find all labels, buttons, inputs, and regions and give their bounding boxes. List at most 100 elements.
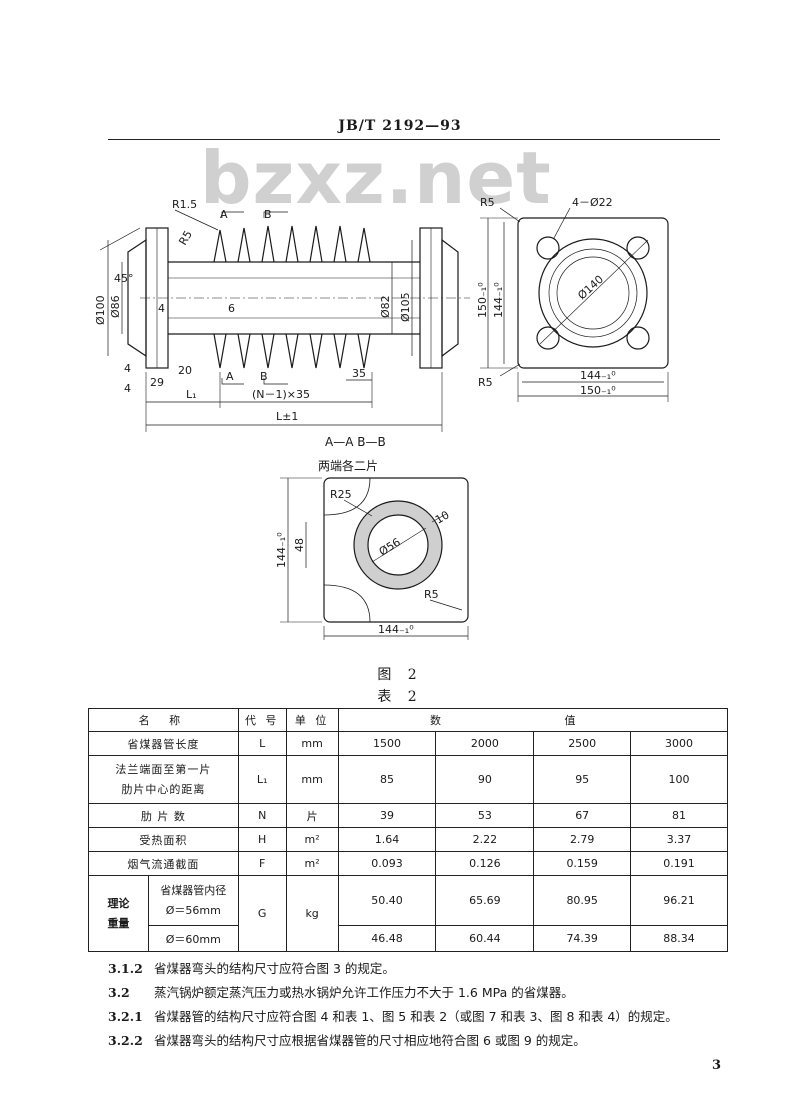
table-header-row: 名 称 代 号 单 位 数 值 bbox=[88, 708, 729, 732]
label-d4-c: 4 bbox=[124, 382, 131, 395]
section-label-d144-vertical: 144₋₁⁰ bbox=[275, 532, 288, 568]
label-pitch: (N－1)×35 bbox=[252, 388, 310, 401]
clause-3-1-2: 3.1.2 省煤器弯头的结构尺寸应符合图 3 的规定。 bbox=[108, 958, 395, 977]
table-row: 烟气流通截面 F m² 0.093 0.126 0.159 0.191 bbox=[88, 851, 728, 876]
row-value: 0.093 bbox=[337, 851, 437, 876]
parameter-table: 名 称 代 号 单 位 数 值 省煤器管长度 L mm 1500 2000 25… bbox=[88, 708, 729, 952]
row-unit: mm bbox=[285, 731, 339, 756]
weight-sub-56-line2: Ø＝56mm bbox=[165, 903, 221, 917]
clause-text: 省煤器弯头的结构尺寸应根据省煤器管的尺寸相应地符合图 6 或图 9 的规定。 bbox=[154, 1033, 586, 1048]
row-unit: kg bbox=[285, 875, 339, 952]
flange-end-view bbox=[480, 207, 669, 402]
flange-label-r5-top: R5 bbox=[480, 196, 495, 209]
row-value: 0.126 bbox=[435, 851, 535, 876]
row-code: L bbox=[237, 731, 287, 756]
label-d29: 29 bbox=[150, 376, 164, 389]
row-code: N bbox=[237, 803, 287, 828]
label-r1-5: R1.5 bbox=[172, 198, 197, 211]
row-code: H bbox=[237, 827, 287, 852]
flange-label-r5-bottom: R5 bbox=[478, 376, 493, 389]
row-value: 0.159 bbox=[533, 851, 632, 876]
fin-section-view bbox=[280, 477, 469, 640]
table-row: 省煤器管长度 L mm 1500 2000 2500 3000 bbox=[88, 731, 728, 756]
flange-label-d140: Ø140 bbox=[575, 273, 606, 303]
flange-view-labels: R5 4－Ø22 Ø140 150₋₁⁰ 144₋₁⁰ R5 144₋₁⁰ 15… bbox=[476, 196, 616, 397]
row-value: 100 bbox=[630, 755, 728, 804]
label-d86: Ø86 bbox=[109, 295, 122, 318]
label-45-degree: 45° bbox=[114, 272, 134, 285]
header-unit: 单 位 bbox=[285, 708, 339, 732]
standard-code-header: JB/T 2192—93 bbox=[338, 118, 462, 134]
section-view-labels: R25 10 Ø56 144₋₁⁰ 48 R5 144₋₁⁰ bbox=[275, 488, 452, 636]
row-code: G bbox=[237, 875, 287, 952]
row-value: 1500 bbox=[337, 731, 437, 756]
weight-sub-60: Ø＝60mm bbox=[147, 925, 239, 952]
flange-label-d150-vertical: 150₋₁⁰ bbox=[476, 282, 489, 318]
row-unit: 片 bbox=[285, 803, 339, 828]
label-d4-a: 4 bbox=[158, 302, 165, 315]
row-value: 2500 bbox=[533, 731, 632, 756]
table-caption: 表 2 bbox=[377, 689, 423, 705]
row-value: 2.22 bbox=[435, 827, 535, 852]
section-label-r25: R25 bbox=[330, 488, 352, 501]
weight-group-label: 理论 重量 bbox=[88, 875, 149, 952]
clause-3-2-1: 3.2.1 省煤器管的结构尺寸应符合图 4 和表 1、图 5 和表 2（或图 7 … bbox=[108, 1006, 678, 1025]
section-label-r5: R5 bbox=[424, 588, 439, 601]
section-subtitle: 两端各二片 bbox=[318, 458, 378, 473]
flange-label-d144-horizontal: 144₋₁⁰ bbox=[580, 369, 616, 382]
table-row: Ø＝60mm 46.48 60.44 74.39 88.34 bbox=[89, 925, 728, 952]
flange-label-d144-vertical: 144₋₁⁰ bbox=[492, 282, 505, 318]
row-value: 80.95 bbox=[533, 875, 632, 926]
header-name: 名 称 bbox=[88, 708, 239, 732]
row-name: 省煤器管长度 bbox=[88, 731, 239, 756]
clause-number: 3.2.1 bbox=[108, 1009, 143, 1024]
row-name: 法兰端面至第一片 肋片中心的距离 bbox=[88, 755, 239, 804]
row-value: 96.21 bbox=[630, 875, 728, 926]
clause-number: 3.1.2 bbox=[108, 961, 143, 976]
clause-text: 蒸汽锅炉额定蒸汽压力或热水锅炉允许工作压力不大于 1.6 MPa 的省煤器。 bbox=[154, 985, 574, 1000]
row-value: 53 bbox=[435, 803, 535, 828]
main-view-dimension-labels: R1.5 R5 45° Ø100 Ø86 Ø82 Ø105 A B A B 4 … bbox=[94, 198, 412, 423]
row-name: 烟气流通截面 bbox=[88, 851, 239, 876]
row-unit: m² bbox=[285, 851, 339, 876]
row-value: 81 bbox=[630, 803, 728, 828]
row-code: L₁ bbox=[237, 755, 287, 804]
figure-2-drawing: R1.5 R5 45° Ø100 Ø86 Ø82 Ø105 A B A B 4 … bbox=[94, 196, 669, 640]
row-value: 50.40 bbox=[337, 875, 437, 926]
section-label-d144-horizontal: 144₋₁⁰ bbox=[378, 623, 414, 636]
row-value: 74.39 bbox=[533, 925, 632, 952]
row-value: 65.69 bbox=[435, 875, 535, 926]
row-value: 88.34 bbox=[630, 925, 728, 952]
weight-group-line2: 重量 bbox=[107, 916, 130, 930]
weight-group-line1: 理论 bbox=[107, 896, 130, 910]
clause-number: 3.2.2 bbox=[108, 1033, 143, 1048]
row-value: 2000 bbox=[435, 731, 535, 756]
label-d105: Ø105 bbox=[399, 292, 412, 322]
label-d20: 20 bbox=[178, 364, 192, 377]
label-section-b-top: B bbox=[264, 208, 272, 221]
flange-label-d150-horizontal: 150₋₁⁰ bbox=[580, 384, 616, 397]
weight-sub-56-line1: 省煤器管内径 bbox=[160, 883, 227, 897]
clause-text: 省煤器管的结构尺寸应符合图 4 和表 1、图 5 和表 2（或图 7 和表 3、… bbox=[154, 1009, 678, 1024]
figure-caption: 图 2 bbox=[377, 667, 423, 683]
row-value: 85 bbox=[337, 755, 437, 804]
table-row: 法兰端面至第一片 肋片中心的距离 L₁ mm 85 90 95 100 bbox=[88, 755, 728, 804]
clause-3-2-2: 3.2.2 省煤器弯头的结构尺寸应根据省煤器管的尺寸相应地符合图 6 或图 9 的… bbox=[108, 1030, 586, 1049]
section-title: A—A B—B bbox=[325, 435, 386, 449]
row-value: 95 bbox=[533, 755, 632, 804]
watermark: bzxz.net bbox=[200, 136, 552, 220]
row-unit: mm bbox=[285, 755, 339, 804]
clause-text: 省煤器弯头的结构尺寸应符合图 3 的规定。 bbox=[154, 961, 395, 976]
label-l1: L₁ bbox=[186, 388, 197, 401]
table-row: 肋 片 数 N 片 39 53 67 81 bbox=[88, 803, 728, 828]
table-row: 受热面积 H m² 1.64 2.22 2.79 3.37 bbox=[88, 827, 728, 852]
row-value: 1.64 bbox=[337, 827, 437, 852]
table-row: 理论 重量 省煤器管内径 Ø＝56mm G kg 50.40 65.69 80.… bbox=[88, 875, 728, 952]
row-value: 46.48 bbox=[337, 925, 437, 952]
row-value: 3.37 bbox=[630, 827, 728, 852]
label-section-a-bottom: A bbox=[226, 370, 234, 383]
label-r5: R5 bbox=[176, 228, 195, 247]
main-tube-view bbox=[99, 209, 470, 432]
row-unit: m² bbox=[285, 827, 339, 852]
